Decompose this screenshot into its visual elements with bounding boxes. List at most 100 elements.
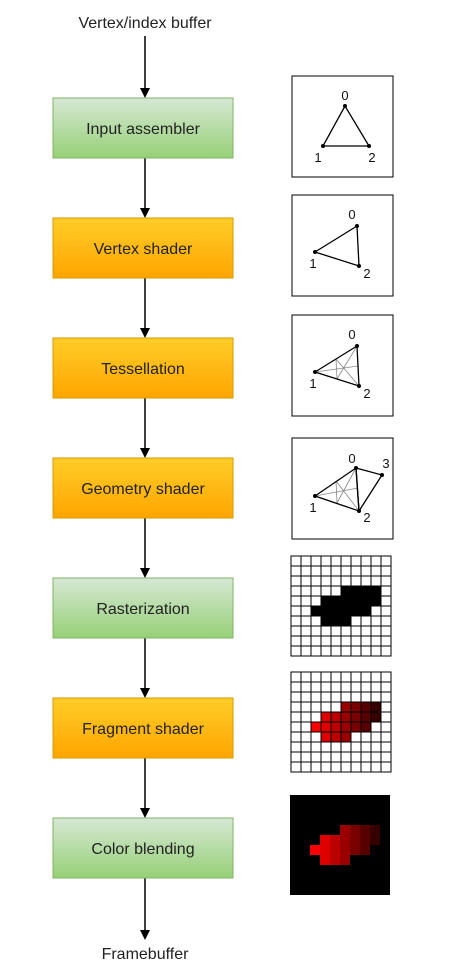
vertex-dot <box>355 344 359 348</box>
vertex-label: 1 <box>314 150 321 165</box>
pixel <box>350 835 360 845</box>
pixel <box>331 596 341 606</box>
stage-label: Input assembler <box>86 121 201 138</box>
pixel <box>361 712 371 722</box>
vertex-label: 3 <box>382 456 389 471</box>
vertex-label: 2 <box>363 386 370 401</box>
pixel <box>361 606 371 616</box>
vertex-label: 2 <box>368 150 375 165</box>
stage-label: Geometry shader <box>81 481 205 498</box>
illustration-frame <box>291 75 394 178</box>
stage-label: Fragment shader <box>82 721 205 738</box>
pixel <box>370 835 380 845</box>
illustration-frame <box>291 437 394 540</box>
pixel <box>321 732 331 742</box>
pixel <box>341 712 351 722</box>
pixel <box>321 606 331 616</box>
vertex-dot <box>321 144 325 148</box>
stage-geometry-shader: Geometry shader <box>52 457 234 519</box>
pixel <box>321 596 331 606</box>
vertex-dot <box>355 224 359 228</box>
stage-label: Rasterization <box>96 601 189 618</box>
stage-vertex-shader: Vertex shader <box>52 217 234 279</box>
pixel <box>361 722 371 732</box>
stage-box <box>52 817 234 879</box>
pixel <box>330 845 340 855</box>
illustration-frame <box>291 314 394 417</box>
stage-fragment-shader: Fragment shader <box>52 697 234 759</box>
pixel <box>340 855 350 865</box>
pixel <box>311 606 321 616</box>
pixel <box>341 606 351 616</box>
pixel <box>320 835 330 845</box>
pixel <box>331 712 341 722</box>
pixel <box>331 722 341 732</box>
input-buffer-label: Vertex/index buffer <box>78 15 212 32</box>
stage-box <box>52 337 234 399</box>
vertex-dot <box>367 144 371 148</box>
stage-box <box>52 457 234 519</box>
stage-box <box>52 217 234 279</box>
vertex-dot <box>380 473 384 477</box>
pixel <box>350 825 360 835</box>
pixel <box>341 702 351 712</box>
pixel <box>340 835 350 845</box>
pixel <box>350 845 360 855</box>
pixel <box>340 825 350 835</box>
illustration-geometry-shader: 0 1 2 3 <box>291 437 394 540</box>
stage-label: Vertex shader <box>94 241 193 258</box>
pixel <box>321 616 331 626</box>
extra-triangle-icon <box>355 467 384 514</box>
illustration-vertex-shader: 0 1 2 <box>291 194 394 297</box>
vertex-dot <box>357 509 361 513</box>
vertex-label: 0 <box>341 88 348 103</box>
vertex-label: 2 <box>363 266 370 281</box>
pixel <box>310 845 320 855</box>
tessellation-lines <box>314 345 360 387</box>
pixel <box>331 732 341 742</box>
vertex-label: 1 <box>309 500 316 515</box>
pixel <box>361 702 371 712</box>
pixel <box>320 845 330 855</box>
vertex-dot <box>313 250 317 254</box>
pixel <box>371 712 381 722</box>
vertex-dot <box>354 466 358 470</box>
pixel <box>321 712 331 722</box>
pixel <box>351 596 361 606</box>
vertex-label: 0 <box>348 451 355 466</box>
pixel <box>330 855 340 865</box>
vertex-dot <box>313 494 317 498</box>
pixel <box>360 825 370 835</box>
tessellation-lines <box>314 467 360 512</box>
pixel <box>341 596 351 606</box>
stage-color-blending: Color blending <box>52 817 234 879</box>
pixel <box>351 606 361 616</box>
illustration-frame <box>291 194 394 297</box>
pixel <box>371 586 381 596</box>
pixel <box>330 835 340 845</box>
framebuffer-label: Framebuffer <box>102 946 190 963</box>
vertex-dot <box>343 104 347 108</box>
pixel <box>331 616 341 626</box>
pixel <box>370 825 380 835</box>
pixel <box>341 616 351 626</box>
pixel <box>360 835 370 845</box>
pixel <box>371 702 381 712</box>
stage-box <box>52 697 234 759</box>
triangle-icon <box>313 344 360 387</box>
pixel <box>360 845 370 855</box>
vertex-dot <box>357 264 361 268</box>
pixel <box>351 722 361 732</box>
stage-box <box>52 97 234 159</box>
vertex-label: 1 <box>309 256 316 271</box>
pixel <box>321 722 331 732</box>
pixel <box>341 732 351 742</box>
pixel <box>340 845 350 855</box>
stage-label: Color blending <box>91 841 194 858</box>
pixel <box>351 586 361 596</box>
pixel <box>331 606 341 616</box>
pixel <box>311 722 321 732</box>
pixel <box>341 586 351 596</box>
vertex-label: 2 <box>363 510 370 525</box>
stage-rasterization: Rasterization <box>52 577 234 639</box>
